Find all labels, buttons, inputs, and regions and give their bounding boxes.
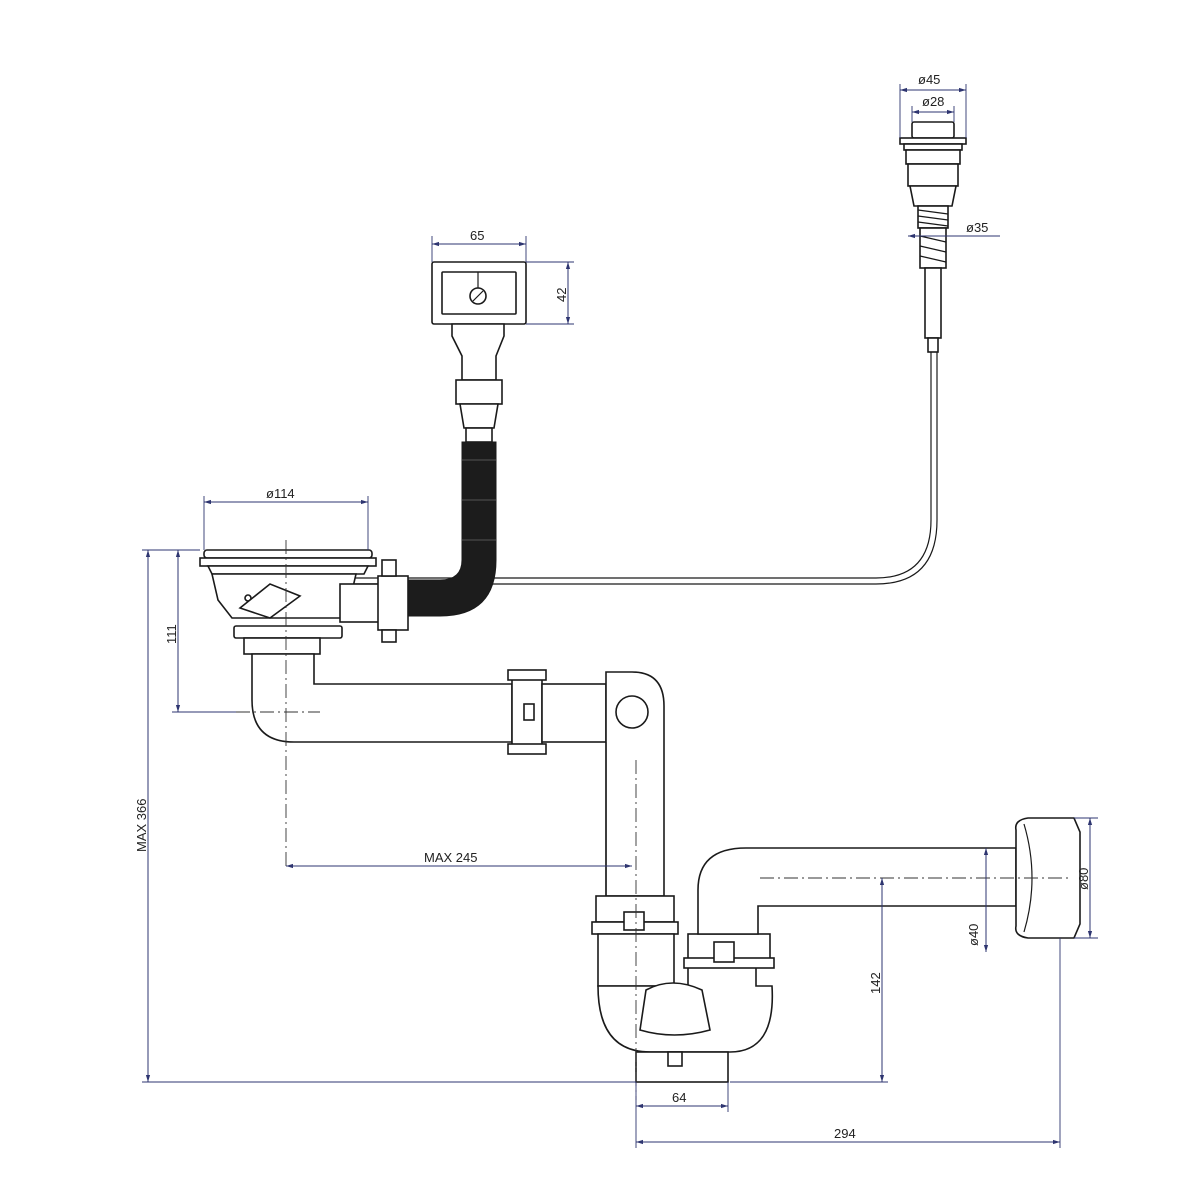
dim-label: 42 [554,288,569,302]
dim-max-horizontal: MAX 245 [286,850,632,869]
dim-label: 111 [164,624,179,644]
dim-label: ø45 [918,72,940,87]
dim-plate-width: 65 [431,228,527,262]
dim-trap-height: 142 [730,878,888,1083]
dim-label: ø40 [966,924,981,946]
outlet-pipe [697,817,1081,939]
dim-label: ø35 [966,220,988,235]
dim-label: 142 [868,972,883,994]
dim-trap-to-wall: 294 [636,938,1061,1148]
dim-strainer-diameter: ø114 [203,486,369,550]
dim-outlet-diameter: ø40 [966,848,989,952]
sink-strainer [199,549,409,655]
control-cable [300,352,932,579]
dim-max-height: MAX 366 [134,549,636,1083]
dim-label: 294 [834,1126,856,1141]
thread-lines [917,209,949,227]
dim-label: MAX 366 [134,799,149,852]
waste-pipe [251,653,665,897]
dim-label: 65 [470,228,484,243]
dim-flange-diameter: ø80 [1074,817,1098,939]
overflow-plate-assembly [431,261,527,443]
dim-label: ø28 [922,94,944,109]
dim-label: ø114 [266,486,295,501]
dim-trap-width: 64 [635,1082,729,1148]
dim-overflow-button: ø28 [911,94,955,122]
dim-plate-height: 42 [526,261,574,325]
trap-body [591,895,775,1083]
dim-label: ø80 [1076,868,1091,890]
overflow-hose [405,441,497,617]
dim-overflow-outer: ø45 [899,72,967,138]
popup-button-assembly [899,121,967,353]
dim-label: MAX 245 [424,850,477,865]
dim-overflow-thread: ø35 [908,220,1000,239]
dim-label: 64 [672,1090,686,1105]
